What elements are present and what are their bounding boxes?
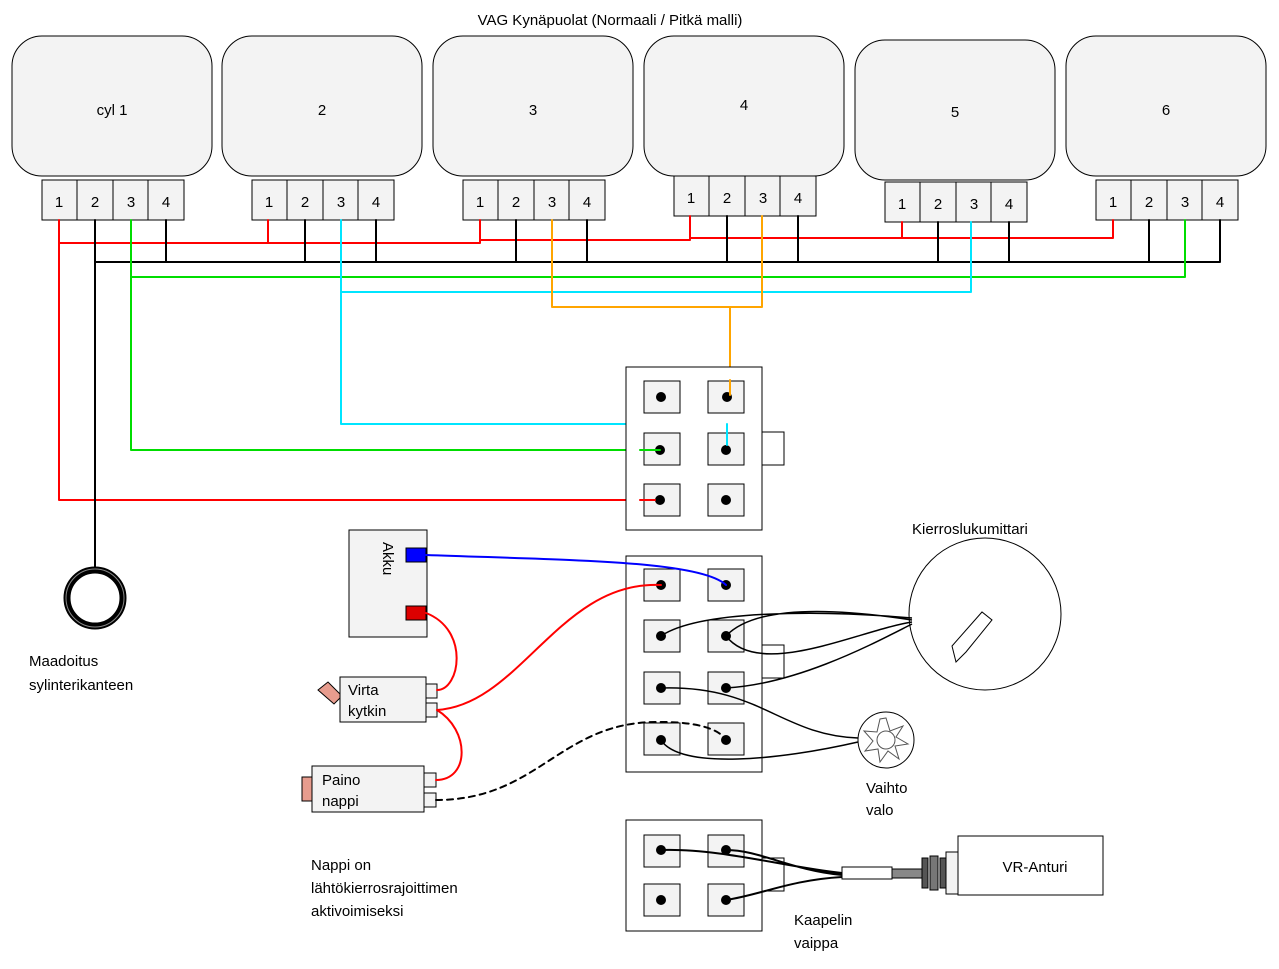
coil-2: 2 1 2 3 4 [221, 35, 423, 221]
pin-label: 2 [512, 194, 520, 211]
pin-label: 4 [1005, 196, 1013, 213]
coil-label: 2 [318, 102, 326, 119]
pin-label: 2 [1145, 194, 1153, 211]
button-label: Paino [322, 772, 360, 789]
pin-label: 2 [91, 194, 99, 211]
coil-label: cyl 1 [97, 102, 128, 119]
battery [348, 529, 428, 638]
ground-label: sylinterikanteen [29, 677, 133, 694]
switch-label: Virta [348, 682, 379, 699]
pin-label: 1 [265, 194, 273, 211]
shift-light-label: Vaihto [866, 780, 907, 797]
pin-label: 2 [723, 190, 731, 207]
pin-label: 1 [898, 196, 906, 213]
battery-positive-wire [425, 612, 458, 691]
ground-ring [63, 566, 127, 630]
pin-label: 4 [583, 194, 591, 211]
coil-4: 4 1 2 3 4 [643, 35, 845, 217]
output-connector [625, 366, 785, 531]
pin-label: 3 [1181, 194, 1189, 211]
pin-label: 1 [1109, 194, 1117, 211]
coil-3: 3 1 2 3 4 [432, 35, 634, 221]
pin-label: 3 [127, 194, 135, 211]
pin-label: 3 [970, 196, 978, 213]
diagram-title: VAG Kynäpuolat (Normaali / Pitkä malli) [478, 12, 743, 29]
shift-light [857, 711, 915, 769]
cable-label: vaippa [794, 935, 839, 952]
pin-label: 1 [476, 194, 484, 211]
pin-label: 4 [162, 194, 170, 211]
battery-label: Akku [379, 542, 396, 575]
sensor-wires [660, 848, 843, 901]
pin-label: 3 [548, 194, 556, 211]
coil-1: cyl 1 1 2 3 4 [11, 35, 213, 221]
coil-5: 5 1 2 3 4 [854, 39, 1056, 223]
pin-label: 2 [934, 196, 942, 213]
coil-6: 6 1 2 3 4 [1065, 35, 1267, 221]
pin-label: 3 [337, 194, 345, 211]
shift-light-wires [660, 687, 859, 760]
coil-label: 6 [1162, 102, 1170, 119]
pin-label: 3 [759, 190, 767, 207]
tachometer [908, 537, 1062, 691]
note-text: lähtökierrosrajoittimen [311, 880, 458, 897]
coil-label: 3 [529, 102, 537, 119]
cable-label: Kaapelin [794, 912, 852, 929]
push-button [301, 765, 437, 813]
tachometer-label: Kierroslukumittari [912, 521, 1028, 538]
ground-wire [94, 215, 1221, 571]
power-switch [317, 676, 438, 723]
ground-label: Maadoitus [29, 653, 98, 670]
green-signal-wire [130, 219, 1186, 451]
sensor-label: VR-Anturi [1002, 859, 1067, 876]
shift-light-label: valo [866, 802, 894, 819]
pin-label: 1 [55, 194, 63, 211]
note-text: aktivoimiseksi [311, 903, 404, 920]
coil-label: 4 [740, 97, 748, 114]
pin-label: 4 [372, 194, 380, 211]
power-connector [625, 555, 785, 773]
note-text: Nappi on [311, 857, 371, 874]
pin-label: 2 [301, 194, 309, 211]
sensor-connector [625, 819, 785, 932]
red-feed-wire [58, 215, 1114, 501]
switch-output-wire [436, 583, 662, 711]
vr-sensor [841, 835, 1104, 896]
button-label: nappi [322, 793, 359, 810]
coil-label: 5 [951, 104, 959, 121]
tachometer-wires [660, 610, 913, 689]
pin-label: 1 [687, 190, 695, 207]
switch-label: kytkin [348, 703, 386, 720]
battery-negative-wire [425, 554, 727, 586]
pin-label: 4 [794, 190, 802, 207]
switch-button-wire [435, 709, 463, 781]
pin-label: 4 [1216, 194, 1224, 211]
button-signal-wire [435, 720, 727, 801]
